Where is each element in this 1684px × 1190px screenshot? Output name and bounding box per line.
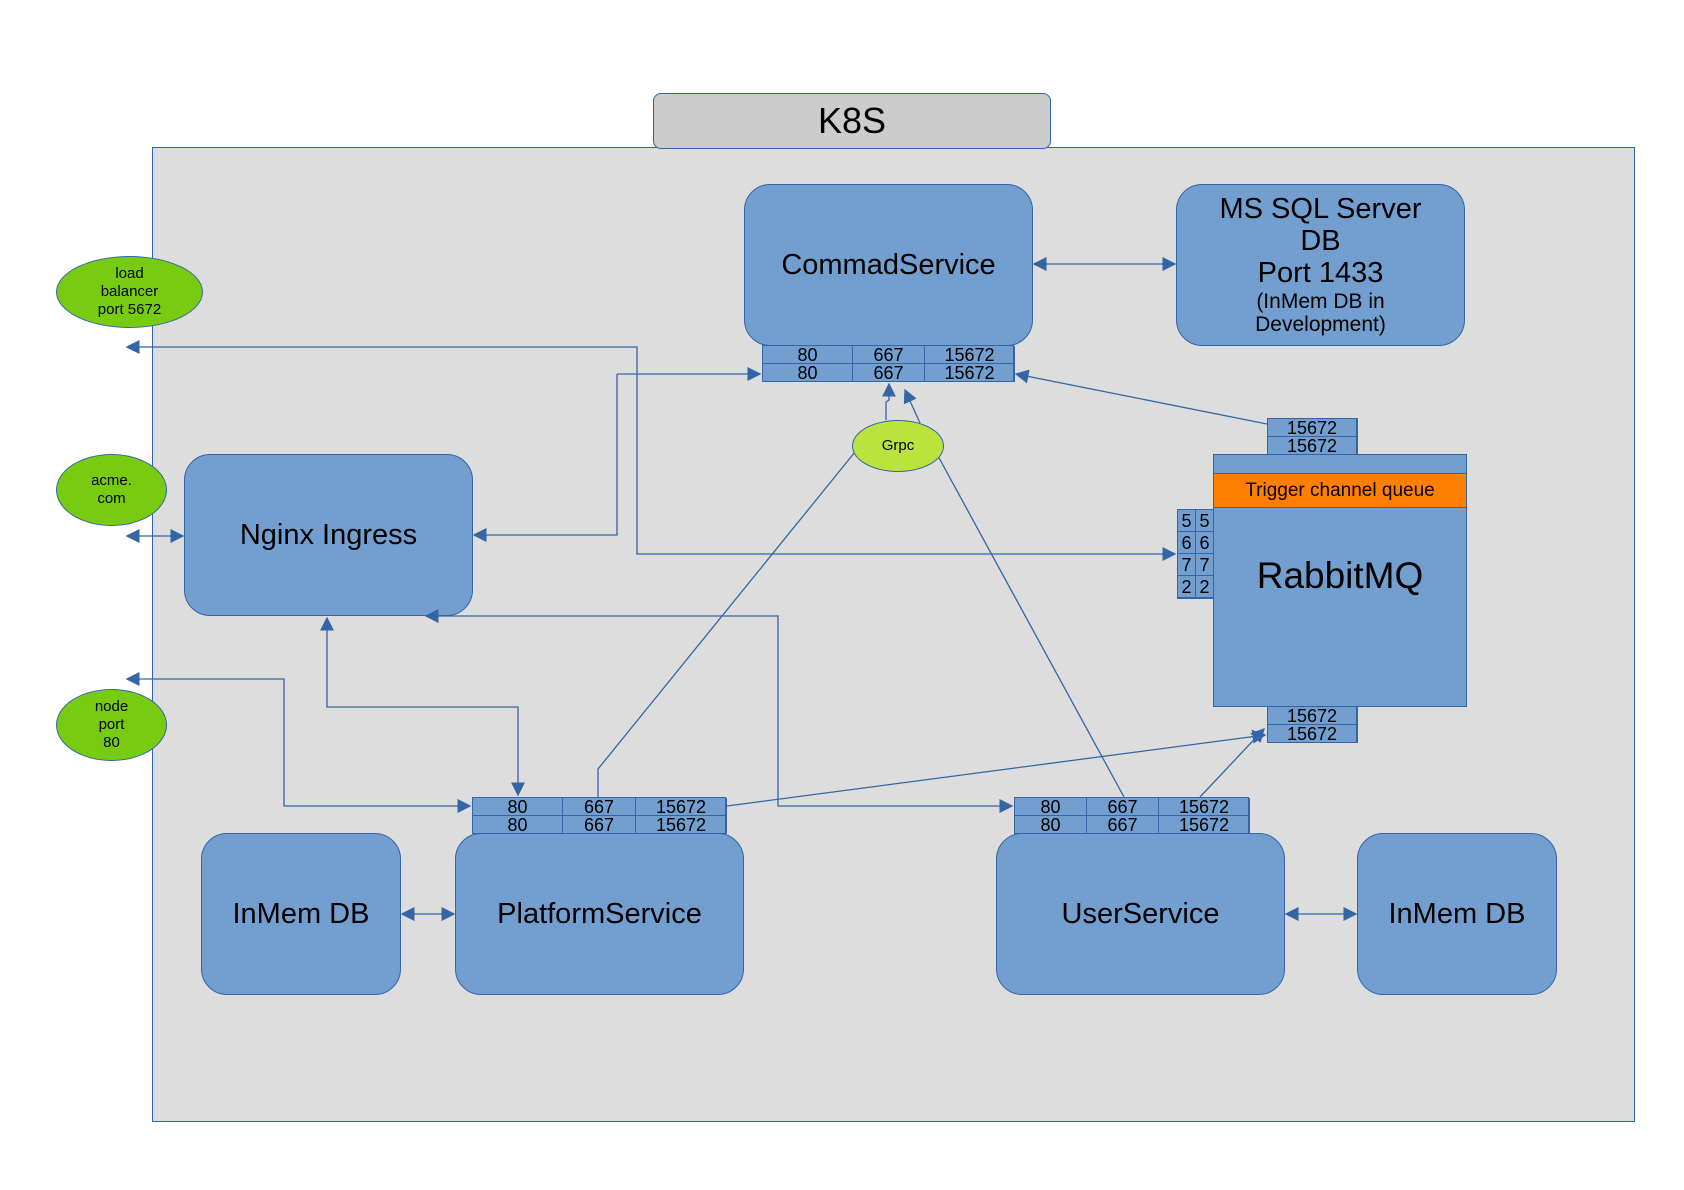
nginx-ingress-label: Nginx Ingress [239,518,418,551]
port-cell: 667 [1087,816,1159,834]
load-balancer-line3: port 5672 [97,301,162,318]
port-cell: 7 [1196,554,1214,576]
trigger-channel-queue: Trigger channel queue [1214,473,1466,508]
port-cell: 80 [763,346,853,364]
sql-port-label: Port 1433 [1257,257,1384,289]
node-port-line1: node [94,698,129,715]
inmem-db-left-box[interactable]: InMem DB [201,833,401,995]
port-cell: 667 [853,364,925,382]
port-cell: 80 [763,364,853,382]
sql-title: MS SQL Server [1219,193,1422,225]
port-cell: 5 [1178,510,1196,532]
inmem-db-left-label: InMem DB [232,897,370,930]
port-cell: 6 [1178,532,1196,554]
port-cell: 2 [1196,576,1214,598]
port-cell: 15672 [1159,798,1250,816]
port-cell: 667 [853,346,925,364]
user-service-ports: 80 667 15672 80 667 15672 [1014,797,1250,834]
load-balancer-line2: balancer [100,283,159,300]
sql-note-line1: (InMem DB in [1256,290,1385,313]
command-service-ports: 80 667 15672 80 667 15672 [762,345,1015,382]
grpc-node[interactable]: Grpc [852,420,944,472]
port-cell: 5 [1196,510,1214,532]
command-service-label: CommadService [781,248,996,281]
port-cell: 15672 [1159,816,1250,834]
port-cell: 15672 [925,364,1015,382]
acme-line2: com [97,490,126,507]
port-cell: 6 [1196,532,1214,554]
rabbitmq-bottom-ports: 15672 15672 [1267,706,1358,743]
platform-service-label: PlatformService [497,897,702,930]
port-cell: 2 [1178,576,1196,598]
nginx-ingress-box[interactable]: Nginx Ingress [184,454,473,616]
inmem-db-right-label: InMem DB [1388,897,1526,930]
port-cell: 7 [1178,554,1196,576]
port-cell: 15672 [1268,437,1357,455]
port-cell: 667 [563,816,636,834]
port-cell: 80 [473,798,563,816]
port-cell: 15672 [636,798,727,816]
sql-note-line2: Development) [1255,313,1386,336]
platform-service-ports: 80 667 15672 80 667 15672 [472,797,727,834]
port-cell: 667 [1087,798,1159,816]
sql-server-box[interactable]: MS SQL Server DB Port 1433 (InMem DB in … [1176,184,1465,346]
port-cell: 80 [1015,798,1087,816]
rabbitmq-box[interactable]: Trigger channel queue RabbitMQ [1213,454,1467,707]
acme-com-node[interactable]: acme. com [56,454,167,526]
rabbitmq-top-ports: 15672 15672 [1267,418,1358,455]
load-balancer-node[interactable]: load balancer port 5672 [56,256,203,328]
node-port-line2: port [98,716,125,733]
port-cell: 80 [1015,816,1087,834]
port-cell: 80 [473,816,563,834]
rabbitmq-side-ports: 5 5 6 6 7 7 2 2 [1177,509,1214,599]
acme-line1: acme. [91,472,132,489]
grpc-label: Grpc [881,437,915,454]
node-port-node[interactable]: node port 80 [56,689,167,761]
port-cell: 15672 [1268,419,1357,437]
port-cell: 667 [563,798,636,816]
rabbitmq-label: RabbitMQ [1256,555,1424,596]
command-service-box[interactable]: CommadService [744,184,1033,346]
inmem-db-right-box[interactable]: InMem DB [1357,833,1557,995]
load-balancer-line1: load [115,265,144,282]
port-cell: 15672 [1268,707,1357,725]
port-cell: 15672 [925,346,1015,364]
node-port-line3: 80 [103,734,120,751]
user-service-label: UserService [1061,897,1220,930]
user-service-box[interactable]: UserService [996,833,1285,995]
sql-db-label: DB [1300,225,1341,257]
platform-service-box[interactable]: PlatformService [455,833,744,995]
port-cell: 15672 [636,816,727,834]
k8s-title: K8S [653,93,1051,149]
port-cell: 15672 [1268,725,1357,743]
